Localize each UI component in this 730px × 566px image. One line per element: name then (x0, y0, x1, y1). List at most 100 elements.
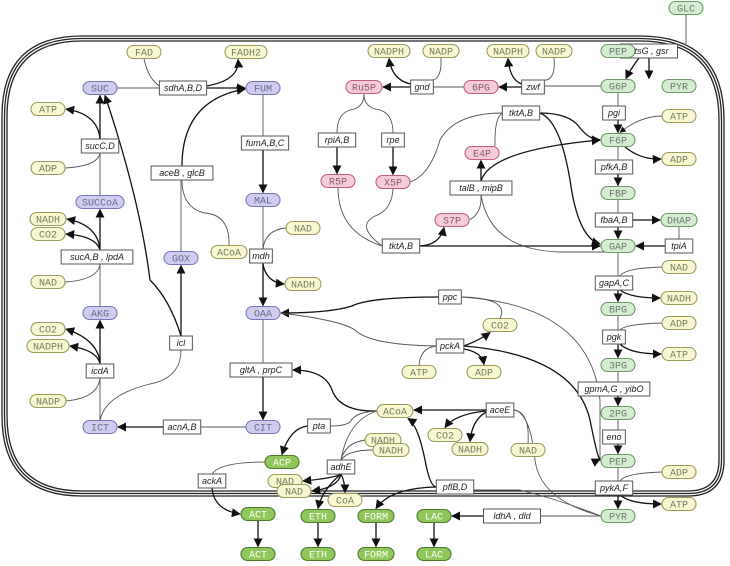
metabolite-nadh-suca[interactable]: NADH (29, 211, 67, 227)
metabolite-nadph-zwf[interactable]: NADPH (486, 43, 530, 59)
metabolite-f6p[interactable]: F6P (600, 132, 636, 148)
metabolite-2pg[interactable]: 2PG (600, 405, 636, 421)
metabolite-atp-pgk[interactable]: ATP (661, 346, 697, 362)
metabolite-x5p[interactable]: X5P (375, 174, 411, 190)
enzyme-acee[interactable]: aceE (485, 402, 515, 418)
metabolite-nadh-ace[interactable]: NADH (451, 441, 489, 457)
metabolite-co2-suca[interactable]: CO2 (30, 226, 66, 242)
metabolite-succoa[interactable]: SUCCoA (75, 194, 125, 210)
enzyme-gnd[interactable]: gnd (410, 79, 434, 95)
metabolite-mal[interactable]: MAL (245, 192, 281, 208)
metabolite-adp-f6p[interactable]: ADP (661, 151, 697, 167)
metabolite-nadp-icd[interactable]: NADP (29, 393, 67, 409)
metabolite-gap[interactable]: GAP (600, 238, 636, 254)
enzyme-fuma[interactable]: fumA,B,C (240, 135, 290, 151)
metabolite-nad-gap[interactable]: NAD (661, 259, 697, 275)
metabolite-dhap[interactable]: DHAP (660, 212, 698, 228)
metabolite-fad[interactable]: FAD (126, 44, 162, 60)
metabolite-atp-f6p[interactable]: ATP (661, 108, 697, 124)
metabolite-lac-ex[interactable]: LAC (416, 546, 452, 562)
metabolite-bpg[interactable]: BPG (600, 301, 636, 317)
metabolite-co2-ace[interactable]: CO2 (427, 427, 463, 443)
enzyme-pflb[interactable]: pflB,D (435, 479, 475, 495)
metabolite-co2-ppc[interactable]: CO2 (482, 317, 518, 333)
enzyme-pfka[interactable]: pfkA,B (594, 159, 634, 175)
enzyme-zwf[interactable]: zwf (521, 79, 545, 95)
metabolite-adp-pck[interactable]: ADP (466, 364, 502, 380)
metabolite-nadph-icd[interactable]: NADPH (26, 338, 70, 354)
metabolite-adp-pgk[interactable]: ADP (661, 315, 697, 331)
metabolite-3pg[interactable]: 3PG (600, 357, 636, 373)
enzyme-pcka[interactable]: pckA (435, 338, 465, 354)
metabolite-s7p[interactable]: S7P (434, 212, 470, 228)
enzyme-aceb[interactable]: aceB , glcB (150, 165, 214, 181)
metabolite-nadh-gap[interactable]: NADH (660, 290, 698, 306)
metabolite-eth-ex[interactable]: ETH (300, 546, 336, 562)
enzyme-pyka[interactable]: pykA,F (594, 480, 634, 496)
metabolite-acoa-gox[interactable]: ACoA (210, 244, 248, 260)
metabolite-gox[interactable]: GOX (163, 250, 199, 266)
metabolite-g6p[interactable]: G6P (600, 78, 636, 94)
metabolite-atp-pck[interactable]: ATP (401, 364, 437, 380)
metabolite-form-ex[interactable]: FORM (357, 546, 395, 562)
enzyme-ldha[interactable]: ldhA , dld (483, 508, 541, 524)
metabolite-e4p[interactable]: E4P (464, 145, 500, 161)
enzyme-talb[interactable]: talB , mipB (449, 180, 513, 196)
metabolite-suc[interactable]: SUC (82, 80, 118, 96)
metabolite-pep[interactable]: PEP (600, 453, 636, 469)
enzyme-adhe[interactable]: adhE (326, 459, 356, 475)
metabolite-fadh2[interactable]: FADH2 (224, 44, 268, 60)
metabolite-act-ex[interactable]: ACT (240, 546, 276, 562)
metabolite-atp-pyk[interactable]: ATP (661, 496, 697, 512)
metabolite-adp-suc[interactable]: ADP (30, 160, 66, 176)
enzyme-eno[interactable]: eno (602, 429, 626, 445)
metabolite-adp-pyk[interactable]: ADP (661, 464, 697, 480)
enzyme-tkta-bot[interactable]: tktA,B (381, 238, 421, 254)
enzyme-succ[interactable]: sucC,D (80, 138, 120, 154)
metabolite-ict[interactable]: ICT (82, 419, 118, 435)
metabolite-coa[interactable]: CoA (327, 492, 363, 508)
enzyme-fbaa[interactable]: fbaA,B (594, 212, 634, 228)
enzyme-pta[interactable]: pta (307, 418, 331, 434)
metabolite-nadp-gnd[interactable]: NADP (422, 43, 460, 59)
enzyme-mdh[interactable]: mdh (249, 248, 273, 264)
metabolite-oaa[interactable]: OAA (245, 305, 281, 321)
metabolite-acoa[interactable]: ACoA (376, 403, 414, 419)
enzyme-sdha[interactable]: sdhA,B,D (158, 80, 208, 96)
metabolite-nadp-zwf[interactable]: NADP (535, 43, 573, 59)
metabolite-r5p[interactable]: R5P (320, 173, 356, 189)
metabolite-atp-suc[interactable]: ATP (30, 101, 66, 117)
metabolite-eth[interactable]: ETH (300, 508, 336, 524)
metabolite-pyr[interactable]: PYR (600, 508, 636, 524)
metabolite-act[interactable]: ACT (240, 506, 276, 522)
metabolite-nad-suca[interactable]: NAD (30, 274, 66, 290)
enzyme-icl[interactable]: icl (169, 335, 193, 351)
enzyme-pgi[interactable]: pgi (602, 105, 626, 121)
enzyme-ppc[interactable]: ppc (438, 289, 462, 305)
metabolite-form[interactable]: FORM (357, 508, 395, 524)
enzyme-gpma[interactable]: gpmA,G , yibO (577, 381, 651, 397)
enzyme-suca[interactable]: sucA,B , lpdA (60, 249, 134, 265)
enzyme-gapa[interactable]: gapA,C (594, 275, 634, 291)
metabolite-nad-a2[interactable]: NAD (276, 483, 312, 499)
metabolite-cit[interactable]: CIT (245, 419, 281, 435)
metabolite-co2-icd[interactable]: CO2 (30, 321, 66, 337)
enzyme-acna[interactable]: acnA,B (162, 419, 202, 435)
enzyme-rpia[interactable]: rpiA,B (317, 132, 357, 148)
metabolite-akg[interactable]: AKG (82, 305, 118, 321)
metabolite-acp[interactable]: ACP (264, 454, 300, 470)
metabolite-pep-in[interactable]: PEP (600, 43, 636, 59)
enzyme-pgk[interactable]: pgk (602, 329, 626, 345)
enzyme-icda[interactable]: icdA (85, 363, 115, 379)
metabolite-pyr-top[interactable]: PYR (661, 78, 697, 94)
enzyme-tkta-top[interactable]: tktA,B (501, 105, 541, 121)
metabolite-lac[interactable]: LAC (416, 508, 452, 524)
metabolite-nadh-a2[interactable]: NADH (372, 442, 410, 458)
metabolite-fbp[interactable]: FBP (600, 185, 636, 201)
metabolite-nad-ace[interactable]: NAD (510, 442, 546, 458)
metabolite-fum[interactable]: FUM (245, 80, 281, 96)
enzyme-glta[interactable]: gltA , prpC (229, 362, 293, 378)
metabolite-nadh-mdh[interactable]: NADH (284, 276, 322, 292)
metabolite-glc[interactable]: GLC (668, 0, 704, 16)
metabolite-nadph-gnd[interactable]: NADPH (367, 43, 411, 59)
